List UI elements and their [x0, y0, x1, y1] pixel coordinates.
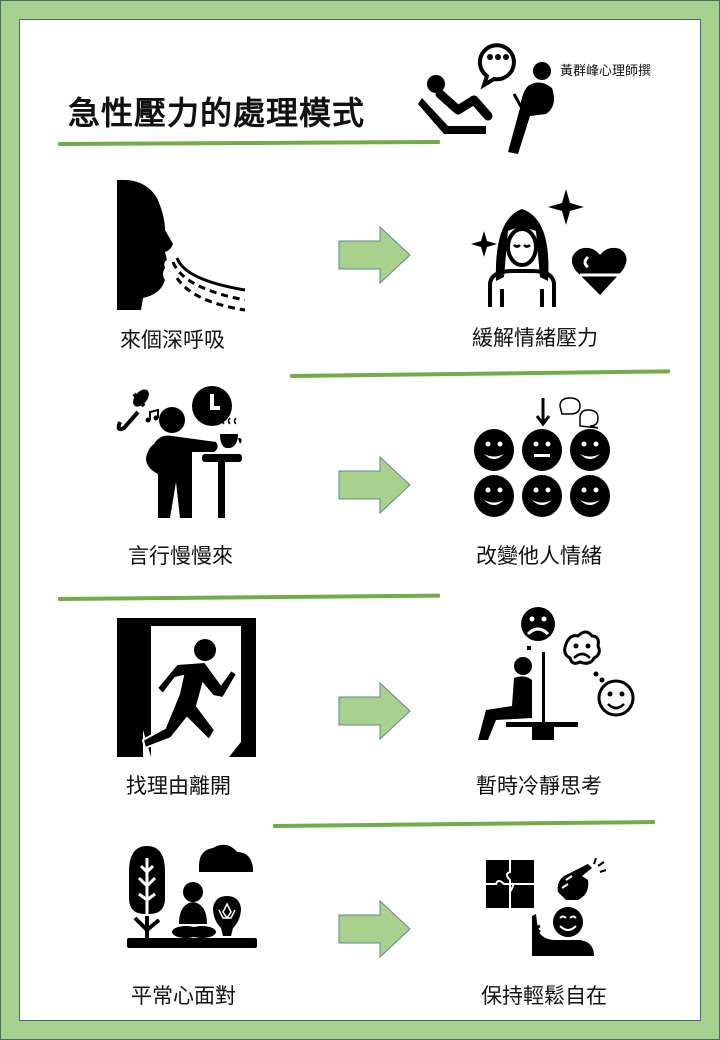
page-title: 急性壓力的處理模式	[68, 94, 366, 132]
emotion-faces-icon	[474, 397, 610, 517]
slow-down-person-icon	[116, 386, 242, 518]
exit-running-icon	[117, 618, 256, 757]
meditation-nature-icon	[127, 844, 257, 948]
right-arrow-icon	[338, 682, 411, 740]
result-label-2: 改變他人情緒	[476, 544, 602, 568]
author-credit: 黃群峰心理師撰	[560, 64, 652, 79]
counseling-session-icon	[418, 43, 554, 154]
calm-person-heart-icon	[471, 189, 627, 307]
action-label-4: 平常心面對	[131, 984, 236, 1008]
deep-breath-icon	[117, 179, 246, 312]
relaxed-ok-icon	[486, 858, 607, 956]
thinking-seated-icon	[478, 607, 635, 740]
right-arrow-icon	[338, 456, 411, 514]
result-label-4: 保持輕鬆自在	[481, 984, 607, 1008]
result-label-1: 緩解情緒壓力	[472, 326, 598, 350]
action-label-3: 找理由離開	[126, 774, 231, 798]
action-label-1: 來個深呼吸	[120, 328, 225, 352]
right-arrow-icon	[338, 226, 411, 284]
action-label-2: 言行慢慢來	[128, 544, 233, 568]
result-label-3: 暫時冷靜思考	[476, 774, 602, 798]
right-arrow-icon	[338, 900, 411, 958]
